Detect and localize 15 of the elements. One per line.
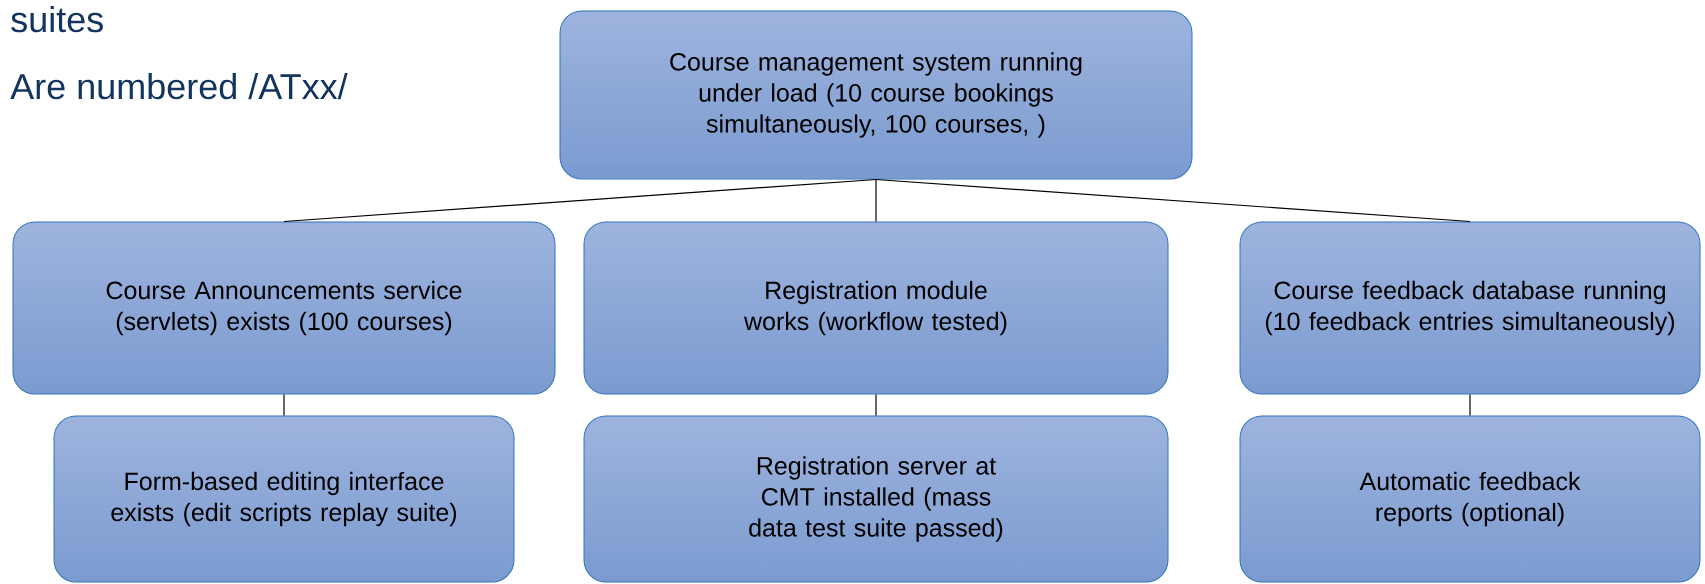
process-box: Registration module works (workflow tested) [583, 221, 1169, 395]
connector-line [283, 178, 877, 223]
connector-line [1469, 393, 1471, 417]
process-box: Form-based editing interface exists (edit scripts replay suite) [53, 415, 515, 583]
connector-line [875, 393, 877, 417]
heading-text: Are numbered /ATxx/ [10, 72, 348, 100]
process-box: Automatic feedback reports (optional) [1239, 415, 1701, 583]
connector-line [875, 178, 1471, 223]
connector-line [875, 178, 877, 223]
connector-line [283, 393, 285, 417]
process-box: Registration server at CMT installed (mass data test suite passed) [583, 415, 1169, 583]
heading-text: suites [11, 5, 103, 33]
process-box: Course feedback database running (10 feedback entries simultaneously) [1239, 221, 1701, 395]
process-box: Course management system running under load (10 course bookings simultaneously, 100 courses, ) [559, 10, 1193, 180]
process-box: Course Announcements service (servlets) exists (100 courses) [12, 221, 556, 395]
